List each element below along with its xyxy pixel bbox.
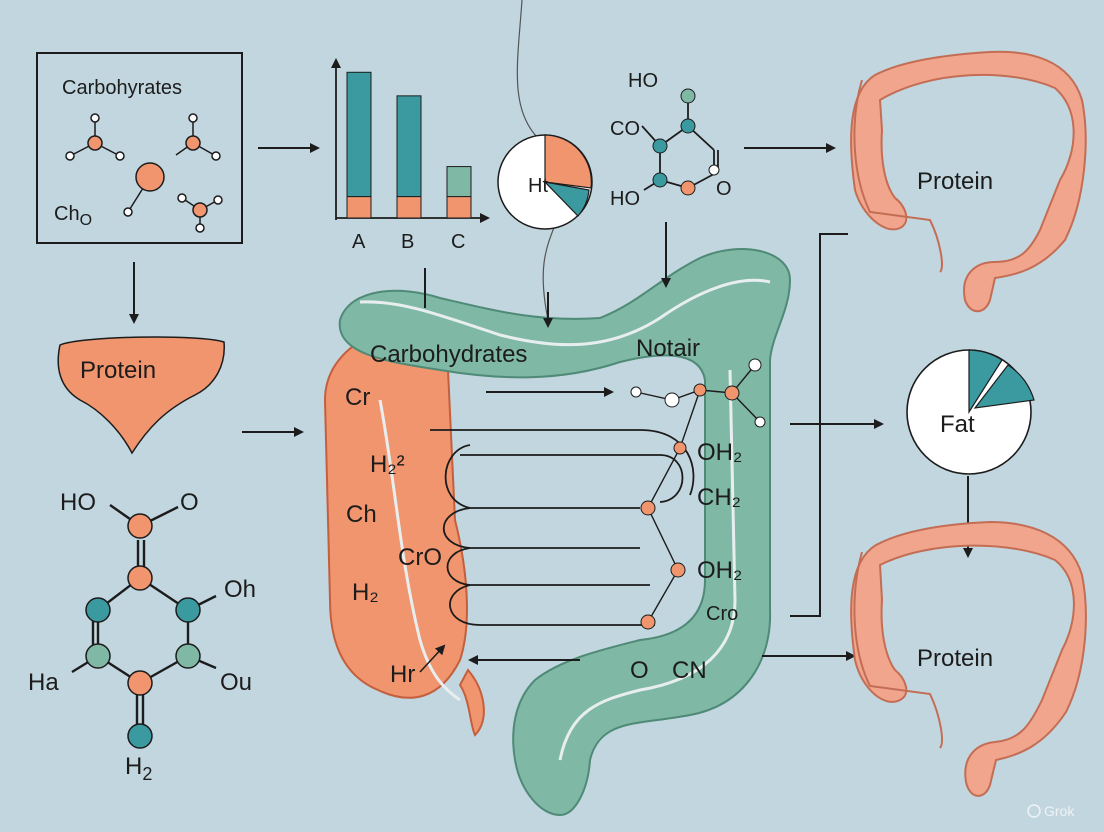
bar-c-segment-1 <box>446 166 472 198</box>
protein-bag: Protein <box>57 336 225 455</box>
molecule-top-ho2: HO <box>610 188 640 210</box>
intestine-highlight-top <box>359 278 771 347</box>
box-molecule-2 <box>175 113 221 161</box>
colon-label-cro: CrO <box>398 544 442 571</box>
protein-bag-label: Protein <box>80 357 156 384</box>
chain-label-ch2: CH₂ <box>697 484 741 511</box>
box-molecule-4 <box>177 193 223 233</box>
molecule-top-ho1: HO <box>628 70 658 92</box>
bar-label-c: C <box>451 231 465 253</box>
bracket-right <box>790 233 848 617</box>
chain-label-o: O <box>630 657 649 684</box>
bar-c-segment-0 <box>446 196 472 219</box>
colon-label-h22: H₂² <box>370 451 405 478</box>
pie-top-slice-teal <box>543 181 590 217</box>
carbohydrate-box-formula: ChO <box>54 203 92 229</box>
connector-curve-top <box>516 0 541 141</box>
connector-curve-mid <box>542 224 556 321</box>
molecule-left-ou: Ou <box>220 669 252 696</box>
molecule-left: HO O Oh Ha Ou H2 <box>28 489 256 784</box>
intestine-carbs-label: Carbohydrates <box>370 341 527 368</box>
colon-bottom-detail <box>853 551 943 749</box>
small-intestine-loops <box>430 429 695 626</box>
bar-b-segment-0 <box>396 196 422 219</box>
chain-label-cn: CN <box>672 657 707 684</box>
bar-label-a: A <box>352 231 366 253</box>
large-intestine <box>338 248 792 817</box>
bar-b-segment-1 <box>396 95 422 198</box>
bar-label-b: B <box>401 231 414 253</box>
chain-label-cro: Cro <box>706 603 738 625</box>
colon-highlight-left <box>378 399 461 702</box>
molecule-top-o: O <box>716 178 732 200</box>
pie-chart-top: Ht <box>497 134 593 230</box>
descending-colon-tail <box>458 668 485 737</box>
chain-label-oh2b: OH₂ <box>697 557 742 584</box>
bar-a-segment-1 <box>346 71 372 198</box>
molecule-left-ha: Ha <box>28 669 59 696</box>
colon-top: Protein <box>850 50 1087 313</box>
flow-arrows <box>129 143 973 665</box>
colon-top-shape <box>850 50 1087 313</box>
grok-watermark: Grok <box>1044 803 1075 819</box>
bar-a-segment-0 <box>346 196 372 219</box>
box-molecule-1 <box>65 113 125 161</box>
intestine-notair-label: Notair <box>636 335 700 362</box>
pie-fat-label: Fat <box>940 411 975 438</box>
colon-label-cr: Cr <box>345 384 370 411</box>
pie-chart-fat: Fat <box>906 349 1035 475</box>
protein-bag-shape <box>57 336 225 455</box>
bar-chart: A B C <box>331 58 490 253</box>
pie-top-label: Ht <box>528 175 548 197</box>
pie-fat-slice-1 <box>968 349 1003 415</box>
molecule-left-ho: HO <box>60 489 96 516</box>
chain-label-oh2a: OH₂ <box>697 439 742 466</box>
intestine-highlight-right <box>558 369 737 761</box>
colon-bottom-label: Protein <box>917 645 993 672</box>
molecule-left-o: O <box>180 489 199 516</box>
box-molecule-3 <box>123 162 165 217</box>
pie-fat-slice-2 <box>973 364 1035 409</box>
colon-top-label: Protein <box>917 168 993 195</box>
colon-label-ch: Ch <box>346 501 377 528</box>
colon-label-hr: Hr <box>390 661 415 688</box>
molecule-left-oh: Oh <box>224 576 256 603</box>
molecule-top-co: CO <box>610 118 640 140</box>
colon-top-detail <box>853 79 943 273</box>
grok-logo-icon <box>1027 804 1041 818</box>
colon-bottom-shape <box>850 520 1087 797</box>
bar-chart-bars <box>346 71 472 219</box>
carbohydrate-box-title: Carbohyrates <box>62 77 182 99</box>
molecule-top: HO CO HO O <box>610 70 732 210</box>
pie-top-slice-orange <box>544 134 592 189</box>
hr-arrow <box>419 644 446 673</box>
carbohydrate-box: Carbohyrates ChO <box>36 52 243 244</box>
carbohydrate-box-frame <box>36 52 243 244</box>
colon-bottom: Protein <box>850 520 1087 797</box>
molecule-left-h2: H2 <box>125 753 152 784</box>
colon-label-h2: H₂ <box>352 579 379 606</box>
intestine: Carbohydrates Notair Cr H₂² Ch CrO H₂ Hr… <box>323 248 792 817</box>
